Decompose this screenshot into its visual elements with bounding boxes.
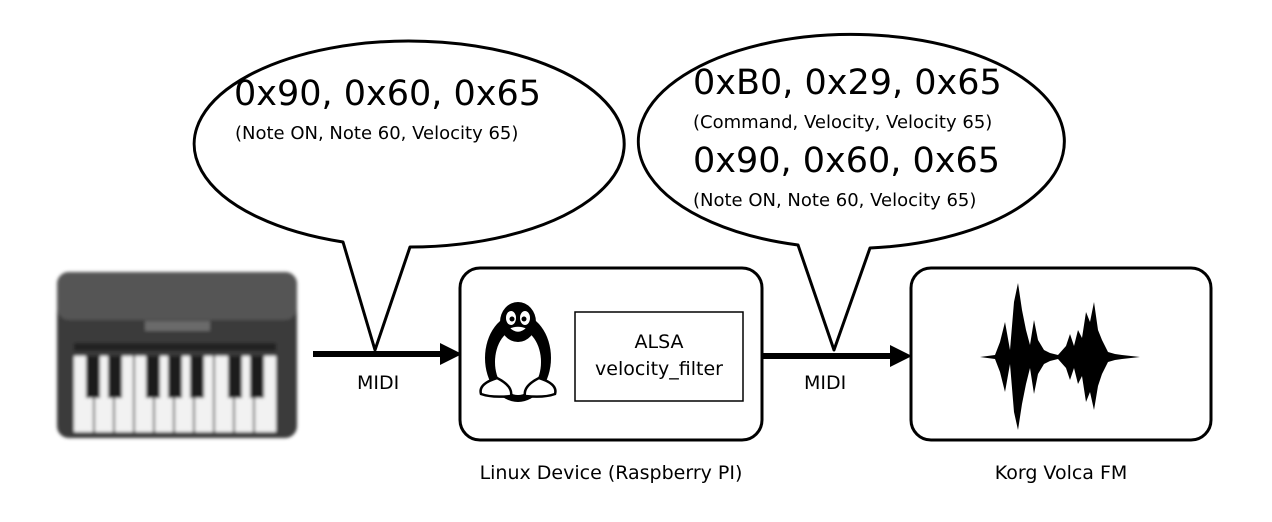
midi-label-left: MIDI — [357, 372, 400, 394]
sound-waveform-icon — [980, 283, 1140, 430]
left-bubble-hex: 0x90, 0x60, 0x65 — [234, 74, 542, 114]
right-speech-bubble — [636, 32, 1066, 352]
left-bubble-description: (Note ON, Note 60, Velocity 65) — [235, 123, 519, 144]
midi-arrow-left — [313, 343, 462, 365]
right-bubble-hex-1: 0xB0, 0x29, 0x65 — [693, 63, 1002, 103]
synth-caption: Korg Volca FM — [994, 462, 1128, 484]
alsa-label: ALSA — [634, 331, 684, 353]
right-bubble-hex-2: 0x90, 0x60, 0x65 — [693, 141, 1001, 181]
midi-label-right: MIDI — [804, 372, 847, 394]
left-speech-bubble — [192, 39, 626, 352]
midi-arrow-right — [762, 345, 912, 367]
linux-device-caption: Linux Device (Raspberry PI) — [479, 462, 743, 484]
tux-penguin-icon — [479, 302, 557, 402]
right-bubble-description-2: (Note ON, Note 60, Velocity 65) — [693, 190, 977, 211]
right-bubble-description-1: (Command, Velocity, Velocity 65) — [693, 112, 993, 133]
velocity-filter-label: velocity_filter — [595, 358, 723, 380]
alsa-filter-box — [574, 311, 744, 402]
piano-keyboard-icon — [57, 272, 297, 438]
